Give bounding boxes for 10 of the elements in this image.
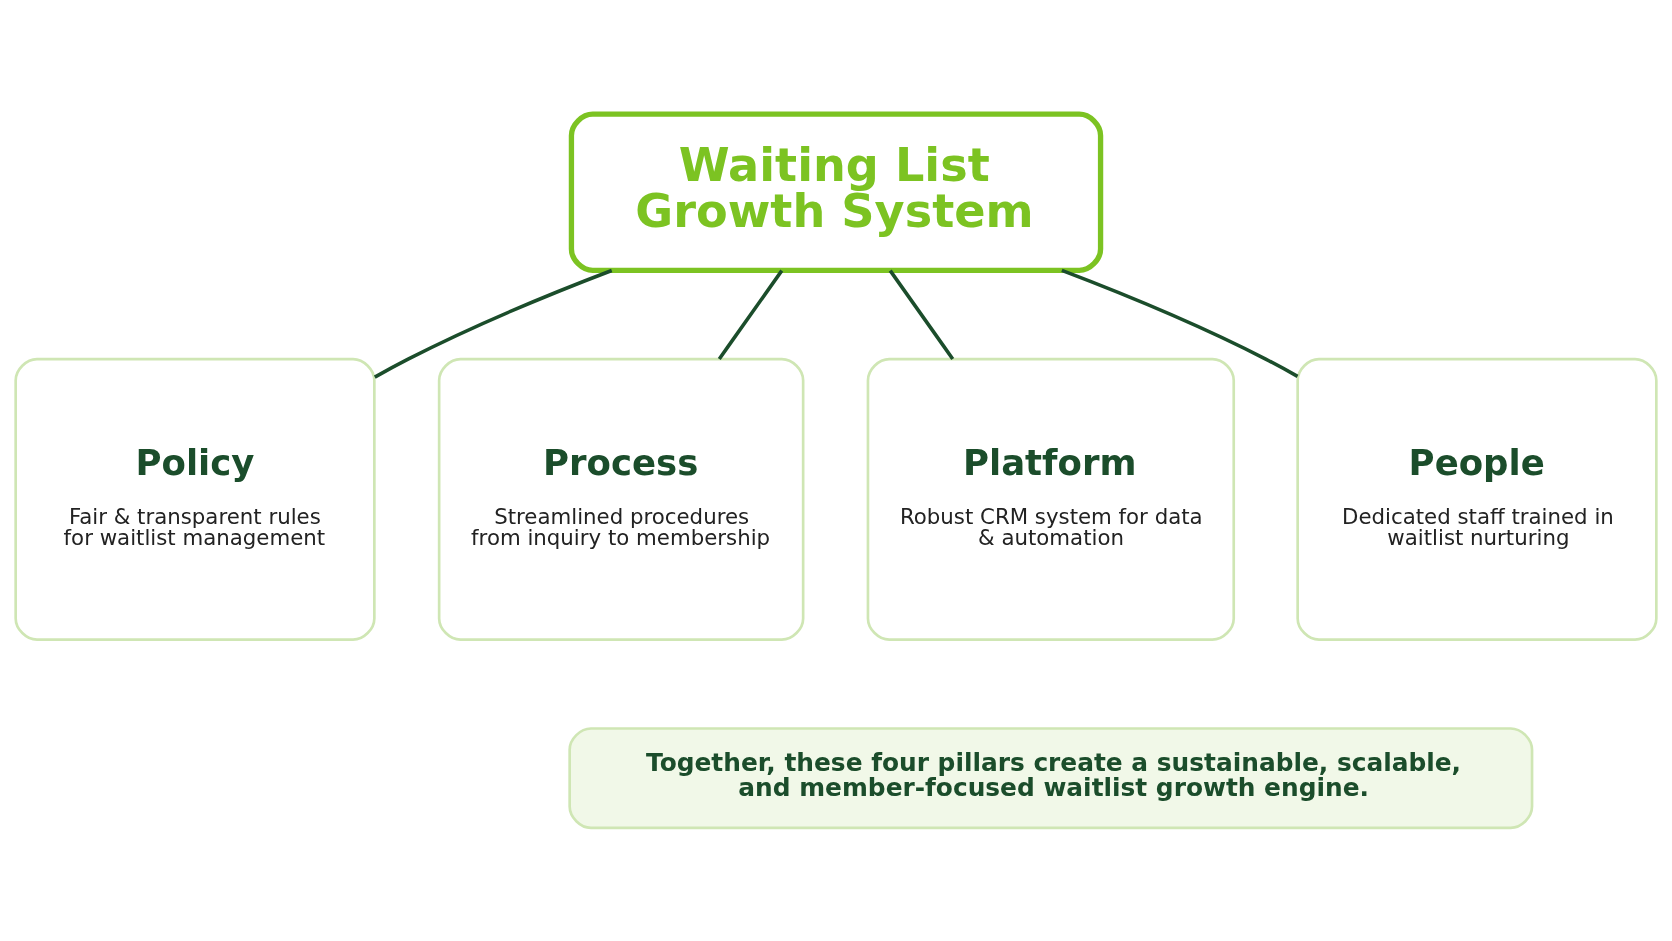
node-box: Waiting List Growth System (568, 110, 1104, 273)
connector (717, 269, 784, 360)
node-box: Platform Robust CRM system for data & automation (866, 357, 1236, 641)
connector (1061, 268, 1299, 378)
node-box: Process Streamlined procedures from inquiry to membership (437, 357, 805, 641)
node-box: Together, these four pillars create a sustainable, scalable, and member-focused waitlist growth engine. (568, 726, 1534, 829)
connector (888, 269, 955, 360)
node-box: Policy Fair & transparent rules for waitlist management (14, 357, 376, 641)
node-box: People Dedicated staff trained in waitlist nurturing (1296, 357, 1658, 641)
connector (373, 268, 613, 379)
